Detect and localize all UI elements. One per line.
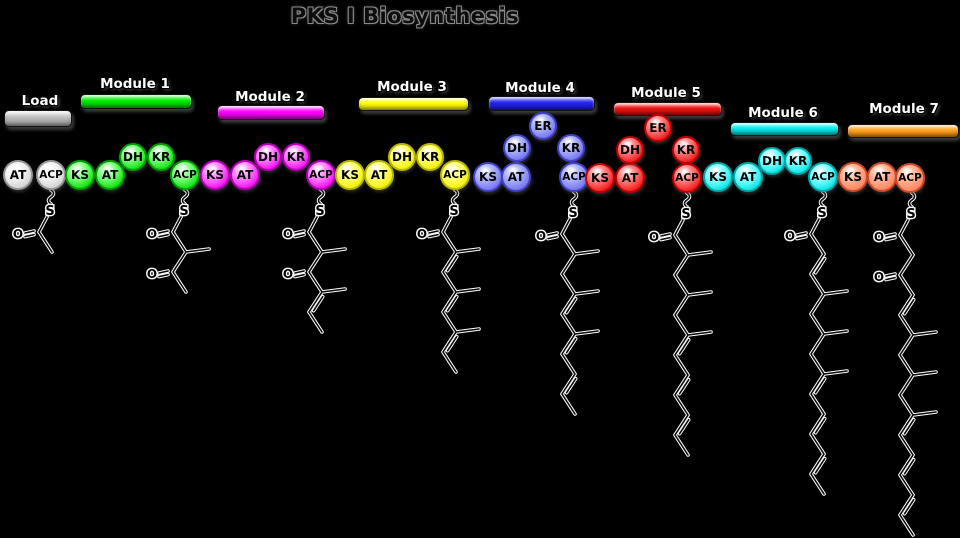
module-1-bar [80, 94, 192, 109]
module-6-bar [730, 122, 839, 136]
oxygen-label: O [874, 230, 884, 244]
oxygen-label: O [785, 229, 795, 243]
sulfur-label: S [817, 206, 826, 221]
domain-at-circle: AT [230, 160, 260, 190]
domain-acp-circle: ACP [440, 160, 470, 190]
structure-module-4: SO [534, 190, 600, 416]
figure-title: PKS I Biosynthesis [290, 4, 520, 28]
structure-module-5: SO [647, 191, 713, 457]
module-3-bar [358, 97, 469, 111]
structure-module-3: SO [415, 188, 481, 374]
oxygen-label: O [13, 227, 23, 241]
domain-acp-circle: ACP [808, 162, 838, 192]
sulfur-label: S [906, 207, 915, 222]
bond-lines [547, 191, 599, 415]
structure-load: SO [11, 188, 56, 254]
module-2-bar [217, 105, 325, 120]
domain-acp-circle: ACP [36, 160, 66, 190]
module-6-label: Module 6 [748, 105, 818, 121]
domain-er-circle: ER [529, 112, 557, 140]
domain-dh-circle: DH [758, 147, 786, 175]
oxygen-label: O [147, 227, 157, 241]
module-4-label: Module 4 [505, 80, 575, 96]
bond-lines [428, 189, 480, 373]
domain-ks-circle: KS [703, 162, 733, 192]
domain-at-circle: AT [867, 162, 897, 192]
module-7-bar [847, 124, 959, 138]
domain-at-circle: AT [733, 162, 763, 192]
domain-er-circle: ER [644, 114, 672, 142]
bond-lines [294, 189, 346, 333]
sulfur-label: S [449, 204, 458, 219]
oxygen-label: O [283, 267, 293, 281]
oxygen-label: O [147, 267, 157, 281]
bond-lines [24, 189, 55, 253]
bond-lines [158, 189, 210, 293]
domain-dh-circle: DH [119, 143, 147, 171]
domain-dh-circle: DH [616, 136, 644, 164]
module-4-bar [488, 96, 595, 111]
domain-kr-circle: KR [557, 134, 585, 162]
domain-kr-circle: KR [147, 143, 175, 171]
domain-at-circle: AT [3, 160, 33, 190]
bond-outline [884, 191, 938, 537]
domain-ks-circle: KS [473, 162, 503, 192]
module-1-label: Module 1 [100, 76, 170, 92]
domain-kr-circle: KR [282, 143, 310, 171]
domain-at-circle: AT [364, 160, 394, 190]
structure-module-6: SO [783, 190, 849, 496]
domain-kr-circle: KR [672, 136, 700, 164]
domain-acp-circle: ACP [170, 160, 200, 190]
structure-module-2: S O O [281, 188, 347, 334]
oxygen-label: O [417, 227, 427, 241]
module-5-bar [613, 102, 722, 116]
domain-at-circle: AT [501, 162, 531, 192]
domain-acp-circle: ACP [895, 163, 925, 193]
oxygen-label: O [649, 230, 659, 244]
domain-ks-circle: KS [838, 162, 868, 192]
domain-dh-circle: DH [254, 143, 282, 171]
domain-dh-circle: DH [503, 134, 531, 162]
load-bar [4, 110, 72, 127]
oxygen-label: O [536, 229, 546, 243]
domain-kr-circle: KR [416, 143, 444, 171]
domain-acp-circle: ACP [672, 163, 702, 193]
domain-kr-circle: KR [784, 147, 812, 175]
module-3-label: Module 3 [377, 79, 447, 95]
sulfur-label: S [315, 204, 324, 219]
domain-at-circle: AT [615, 163, 645, 193]
module-5-label: Module 5 [631, 85, 701, 101]
bond-lines [885, 192, 937, 536]
domain-acp-circle: ACP [306, 160, 336, 190]
structure-module-7: S O O [872, 191, 938, 537]
oxygen-label: O [283, 227, 293, 241]
sulfur-label: S [45, 204, 54, 219]
domain-ks-circle: KS [65, 160, 95, 190]
domain-at-circle: AT [95, 160, 125, 190]
sulfur-label: S [179, 204, 188, 219]
domain-ks-circle: KS [335, 160, 365, 190]
domain-ks-circle: KS [585, 163, 615, 193]
sulfur-label: S [681, 207, 690, 222]
domain-ks-circle: KS [200, 160, 230, 190]
module-7-label: Module 7 [869, 101, 939, 117]
bond-lines [796, 191, 848, 495]
structure-module-1: S O O [145, 188, 211, 294]
sulfur-label: S [568, 206, 577, 221]
domain-dh-circle: DH [388, 143, 416, 171]
oxygen-label: O [874, 270, 884, 284]
bond-outline [659, 191, 713, 457]
bond-lines [660, 192, 712, 456]
load-label: Load [21, 93, 59, 109]
module-2-label: Module 2 [235, 89, 305, 105]
